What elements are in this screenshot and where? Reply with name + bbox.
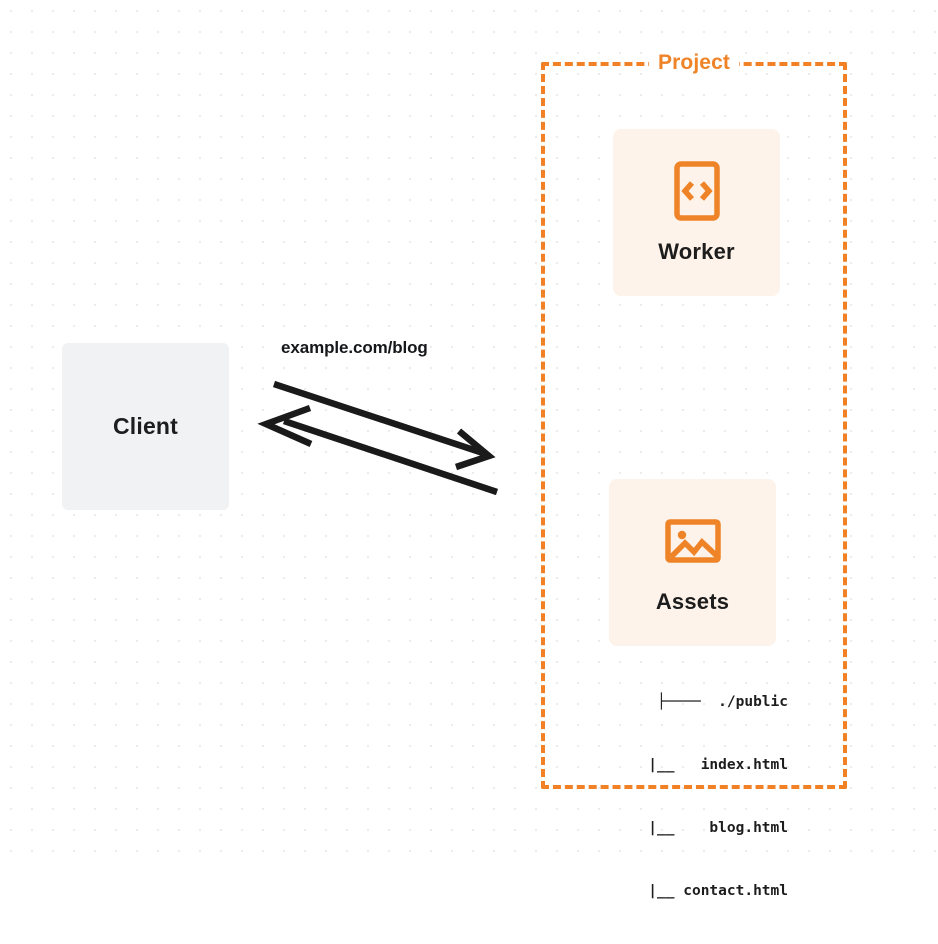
image-icon: [664, 518, 721, 563]
request-arrow: [272, 380, 496, 471]
file-tree-line: |__ blog.html: [613, 820, 788, 836]
file-tree-line: ├──── ./public: [657, 694, 788, 710]
project-group-title: Project: [649, 51, 739, 75]
worker-card[interactable]: Worker: [613, 129, 780, 296]
code-document-icon: [673, 160, 720, 221]
worker-card-label: Worker: [658, 238, 735, 264]
client-node[interactable]: Client: [62, 343, 229, 510]
connection-label: example.com/blog: [281, 338, 428, 357]
file-tree-line: |__ index.html: [613, 757, 788, 773]
project-group: Project: [541, 51, 847, 789]
assets-card[interactable]: Assets: [609, 479, 776, 646]
assets-card-label: Assets: [655, 588, 730, 614]
diagram-canvas: Client example.com/blog Project Worker: [0, 0, 938, 899]
client-node-label: Client: [112, 413, 179, 439]
assets-file-tree: ├──── ./public |__ index.html |__ blog.h…: [560, 650, 788, 944]
file-tree-line: |__ contact.html: [613, 883, 788, 899]
response-arrow: [257, 404, 499, 496]
